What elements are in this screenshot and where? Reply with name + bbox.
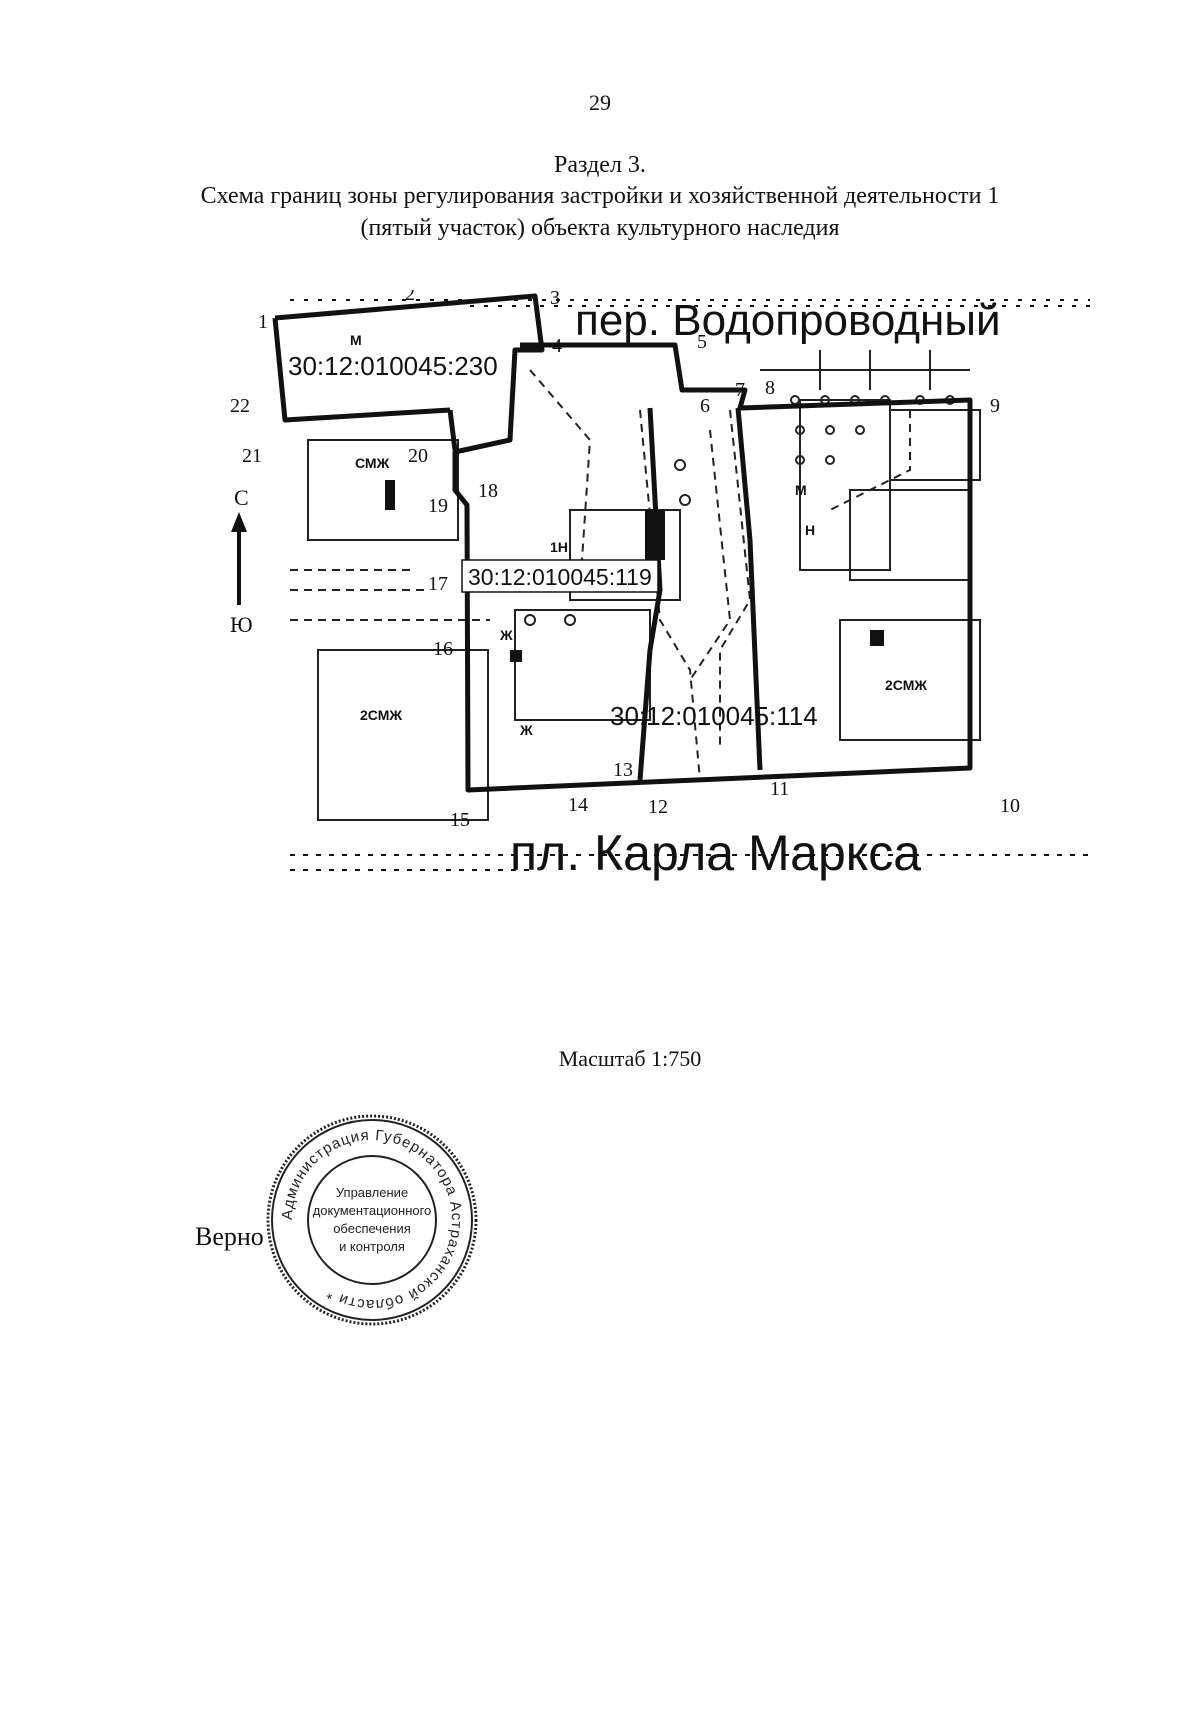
stamp-svg: Администрация Губернатора Астраханской о… [266,1114,478,1326]
point-label-4: 4 [552,335,562,357]
point-label-18: 18 [478,480,498,502]
street-name-bottom: пл. Карла Маркса [510,825,921,881]
parcel-number-2: 30:12:010045:119 [468,564,652,590]
point-label-16: 16 [433,638,453,660]
point-label-12: 12 [648,796,668,818]
title-line-1: Схема границ зоны регулирования застройк… [200,183,1000,209]
point-label-10: 10 [1000,795,1020,817]
compass-north-label: С [234,485,249,510]
building-outlines [307,350,981,821]
section-title: Раздел 3. [554,152,646,178]
building-label: М [350,332,362,348]
point-label-19: 19 [428,495,448,517]
point-label-13: 13 [613,759,633,781]
building-label: 2СМЖ [360,707,402,723]
point-label-1: 1 [258,311,268,333]
boundary-point-labels: 1 2 3 4 5 6 7 8 9 10 11 12 13 14 15 16 1… [230,290,1020,831]
page-number: 29 [589,90,611,115]
compass: С Ю [230,485,253,637]
building-labels: СМЖ 2СМЖ 2СМЖ 1Н Ж Ж М М Н [350,332,927,738]
street-name-top: пер. Водопроводный [575,296,1001,345]
street-band-top [290,299,1090,307]
boundary-map: пер. Водопроводный пл. Карла Маркса 30:1… [230,290,1130,950]
parcel-numbers: 30:12:010045:230 30:12:010045:119 30:12:… [288,351,818,731]
stamp-line-2: документационного [313,1203,432,1218]
building-label: СМЖ [355,455,390,471]
stamp-line-1: Управление [336,1185,408,1200]
building-label: 1Н [550,539,568,555]
point-label-14: 14 [568,794,588,816]
point-label-5: 5 [697,331,707,353]
point-label-8: 8 [765,377,775,399]
compass-arrow-icon [231,512,247,605]
point-label-20: 20 [408,445,428,467]
building-label: 2СМЖ [885,677,927,693]
stamp-center: Управление документационного обеспечения… [313,1185,432,1254]
dashed-structures [290,369,911,781]
svg-text:Администрация Губернатора Астр: Администрация Губернатора Астраханской о… [279,1127,465,1313]
stamp-ring-text: Администрация Губернатора Астраханской о… [279,1127,464,1313]
stamp-line-4: и контроля [339,1239,405,1254]
building-label: Н [805,522,815,538]
point-label-15: 15 [450,809,470,831]
map-scale: Масштаб 1:750 [558,1046,702,1071]
point-label-2: 2 [405,290,415,305]
point-label-22: 22 [230,395,250,417]
verno-note: Верно [195,1222,264,1251]
parcel-number-1: 30:12:010045:230 [288,351,498,381]
title-line-2: (пятый участок) объекта культурного насл… [360,215,840,241]
point-label-17: 17 [428,573,448,595]
street-band-bottom [290,854,1090,871]
point-label-11: 11 [770,778,789,800]
point-label-3: 3 [550,290,560,309]
point-label-6: 6 [700,395,710,417]
building-label: Ж [499,627,513,643]
point-label-7: 7 [735,379,745,401]
point-label-9: 9 [990,395,1000,417]
compass-south-label: Ю [230,612,253,637]
building-label: М [795,482,807,498]
point-label-21: 21 [242,445,262,467]
zone-boundary [272,293,973,793]
document-title: Схема границ зоны регулирования застройк… [60,180,1140,244]
building-label: Ж [519,722,533,738]
stamp-line-3: обеспечения [333,1221,411,1236]
official-stamp: Администрация Губернатора Астраханской о… [262,1110,482,1330]
boundary-map-svg: пер. Водопроводный пл. Карла Маркса 30:1… [230,290,1090,940]
parcel-number-3: 30:12:010045:114 [610,701,818,731]
